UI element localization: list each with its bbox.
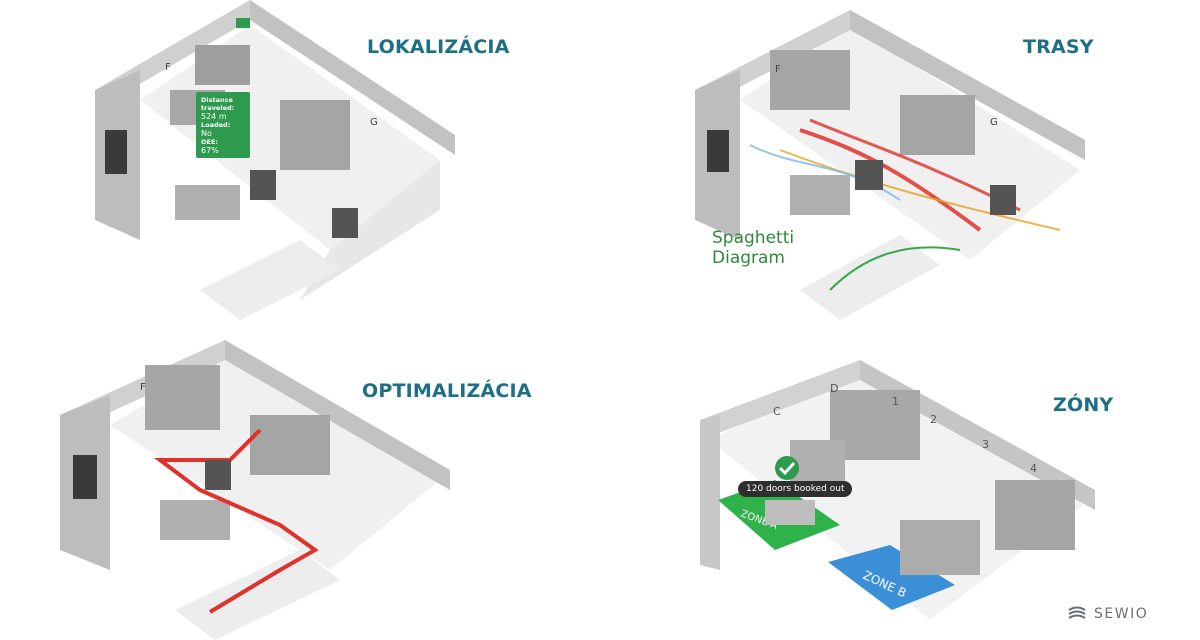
sewio-logo-icon xyxy=(1068,606,1086,619)
zone-number: 4 xyxy=(1030,462,1037,475)
optimization-illustration: F xyxy=(60,340,450,640)
status-badge: 120 doors booked out xyxy=(738,481,853,497)
asset-info-card: Distance traveled: 524 m Loaded: No OEE:… xyxy=(196,92,250,158)
panel-title: TRASY xyxy=(1023,36,1094,58)
zone-number: 2 xyxy=(930,413,937,426)
panel-zones: ZONE A ZONE B C D 1 2 3 4 ZÓNY xyxy=(600,320,1200,640)
brand-logo: SEWIO xyxy=(1066,603,1148,625)
zone-b xyxy=(828,545,955,610)
panel-localization: F G LOKALIZÁCIA Distance traveled: 524 m… xyxy=(0,0,600,320)
spaghetti-illustration: F G xyxy=(695,10,1085,320)
forklift-icon xyxy=(250,170,276,200)
spaghetti-caption: Spaghetti Diagram xyxy=(712,228,795,268)
zone-number: 1 xyxy=(892,395,899,408)
forklift-icon xyxy=(855,160,883,190)
zone-letter: D xyxy=(830,382,838,395)
zone-number: 3 xyxy=(982,438,989,451)
panel-title: OPTIMALIZÁCIA xyxy=(362,380,532,402)
panel-routes: F G TRASY xyxy=(600,0,1200,320)
forklift-icon xyxy=(990,185,1016,215)
logo-text: SEWIO xyxy=(1094,606,1149,622)
panel-title: LOKALIZÁCIA xyxy=(367,36,510,58)
rack-label: F xyxy=(140,382,146,393)
rack-label: F xyxy=(165,62,171,73)
anchor-icon xyxy=(236,18,250,28)
panel-title: ZÓNY xyxy=(1053,394,1114,416)
zone-letter: C xyxy=(773,405,781,418)
zones-illustration: ZONE A ZONE B C D 1 2 3 4 xyxy=(700,360,1095,620)
rack-label: F xyxy=(775,64,781,75)
forklift-icon xyxy=(332,208,358,238)
forklift-icon xyxy=(205,460,231,490)
checkmark-icon xyxy=(775,456,799,480)
panel-optimization: F OPTIMALIZÁCIA xyxy=(0,320,600,640)
rack-label: G xyxy=(990,117,998,128)
warehouse-illustration: F G xyxy=(95,0,455,320)
rack-label: G xyxy=(370,117,378,128)
